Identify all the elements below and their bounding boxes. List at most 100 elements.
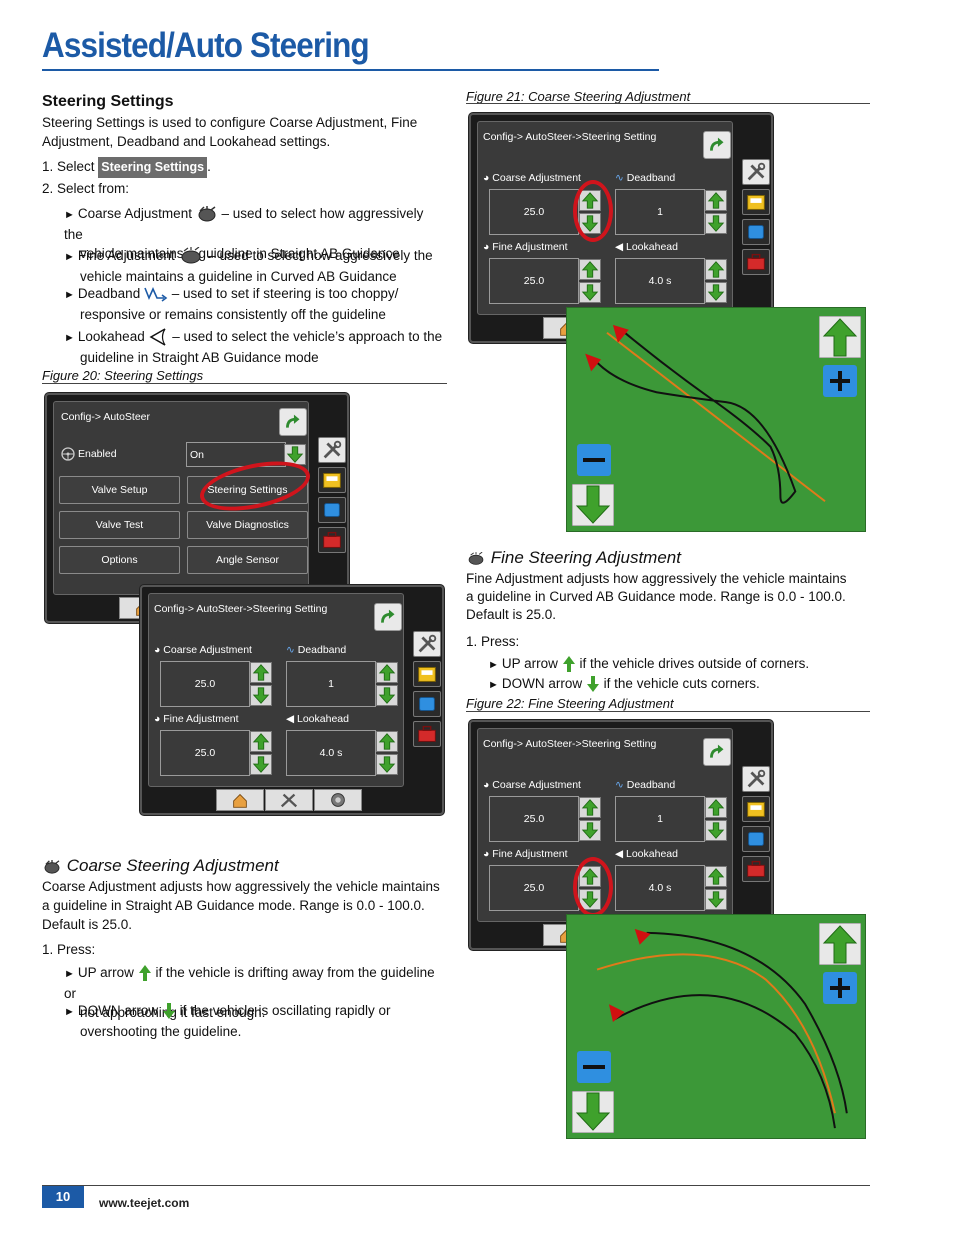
display-tab-fine[interactable] — [742, 826, 770, 852]
step-1-suffix: . — [207, 159, 211, 174]
map-arrow-up-button[interactable] — [819, 316, 861, 358]
fine-up-small[interactable] — [250, 731, 272, 752]
lookahead-up-fine[interactable] — [705, 866, 727, 887]
options-button[interactable]: Options — [59, 546, 180, 574]
tools-tab-coarse[interactable] — [742, 159, 770, 185]
valve-setup-button[interactable]: Valve Setup — [59, 476, 180, 504]
coarse-label-fine: ◕ Coarse Adjustment — [483, 779, 581, 791]
fine-label-text-coarse: Fine Adjustment — [492, 241, 568, 253]
coarse-value-box-fine[interactable]: 25.0 — [489, 796, 579, 842]
coarse-desc-3: Default is 25.0. — [42, 917, 133, 932]
steering-settings-button[interactable]: Steering Settings — [187, 476, 308, 504]
console-tab-small[interactable] — [413, 661, 441, 687]
coarse-adjustment-icon — [44, 859, 60, 874]
fine-heading: Fine Steering Adjustment — [466, 548, 681, 568]
back-button-fine[interactable] — [703, 738, 731, 766]
map-arrow-down-button[interactable] — [572, 484, 614, 526]
lookahead-down-coarse[interactable] — [705, 282, 727, 303]
map-plus-button-fine[interactable] — [823, 972, 857, 1004]
deadband-up-small[interactable] — [376, 662, 398, 683]
coarse-label-coarse: ◕ Coarse Adjustment — [483, 172, 581, 184]
lookahead-value-box-small[interactable]: 4.0 s — [286, 730, 376, 776]
deadband-value-box-fine[interactable]: 1 — [615, 796, 705, 842]
map-plus-button[interactable] — [823, 365, 857, 397]
fine-down-coarse[interactable] — [579, 282, 601, 303]
deadband-icon — [144, 287, 168, 303]
fine-up-bullet: ►UP arrow if the vehicle drives outside … — [488, 654, 809, 675]
redo-arrow-icon — [710, 744, 724, 758]
deadband-down-small[interactable] — [376, 685, 398, 706]
console-tab[interactable] — [318, 467, 346, 493]
coarse-up-fine[interactable] — [579, 797, 601, 818]
tools-tab-small[interactable] — [413, 631, 441, 657]
deadband-down-coarse[interactable] — [705, 213, 727, 234]
toolbox-tab-small[interactable] — [413, 721, 441, 747]
arrow-up-icon — [138, 965, 151, 982]
fine-up-coarse[interactable] — [579, 259, 601, 280]
lookahead-down-small[interactable] — [376, 754, 398, 775]
fine-label-coarse: ◕ Fine Adjustment — [483, 241, 568, 253]
deadband-value-box-small[interactable]: 1 — [286, 661, 376, 707]
coarse-up-small[interactable] — [250, 662, 272, 683]
display-tab-small[interactable] — [413, 691, 441, 717]
lookahead-value-box-fine[interactable]: 4.0 s — [615, 865, 705, 911]
step-2: 2. Select from: — [42, 181, 130, 196]
lookahead-value-box-coarse[interactable]: 4.0 s — [615, 258, 705, 304]
map-arrow-down-button-fine[interactable] — [572, 1091, 614, 1133]
gauge-bottom-tab-small[interactable] — [314, 789, 362, 811]
deadband-down-fine[interactable] — [705, 820, 727, 841]
deadband-up-coarse[interactable] — [705, 190, 727, 211]
coarse-value-box-small[interactable]: 25.0 — [160, 661, 250, 707]
console-icon — [747, 195, 765, 210]
arrow-down-icon — [378, 687, 396, 704]
console-tab-coarse[interactable] — [742, 189, 770, 215]
arrow-down-icon — [286, 446, 304, 463]
arrow-down-icon — [707, 284, 725, 301]
valve-diagnostics-button[interactable]: Valve Diagnostics — [187, 511, 308, 539]
toolbox-tab[interactable] — [318, 527, 346, 553]
fine-up-text: if the vehicle drives outside of corners… — [579, 656, 810, 671]
console-tab-fine[interactable] — [742, 796, 770, 822]
deadband-up-fine[interactable] — [705, 797, 727, 818]
fine-adjustment-icon — [468, 551, 484, 565]
lookahead-up-small[interactable] — [376, 731, 398, 752]
map-minus-button[interactable] — [577, 444, 611, 476]
coarse-down-fine[interactable] — [579, 820, 601, 841]
toolbox-tab-fine[interactable] — [742, 856, 770, 882]
coarse-highlight-ellipse — [573, 180, 613, 242]
display-tab-coarse[interactable] — [742, 219, 770, 245]
tools-tab-fine[interactable] — [742, 766, 770, 792]
home-tab-small[interactable] — [216, 789, 264, 811]
toolbox-tab-coarse[interactable] — [742, 249, 770, 275]
display-tab[interactable] — [318, 497, 346, 523]
fine-value-box-small[interactable]: 25.0 — [160, 730, 250, 776]
console-icon — [323, 473, 341, 488]
arrow-up-icon — [707, 192, 725, 209]
fine-label-small: ◕ Fine Adjustment — [154, 713, 239, 725]
fine-down-label: DOWN arrow — [501, 676, 583, 691]
tools-tab[interactable] — [318, 437, 346, 463]
coarse-value-box-coarse[interactable]: 25.0 — [489, 189, 579, 235]
angle-sensor-button[interactable]: Angle Sensor — [187, 546, 308, 574]
deadband-value-box-coarse[interactable]: 1 — [615, 189, 705, 235]
lookahead-up-coarse[interactable] — [705, 259, 727, 280]
coarse-press: 1. Press: — [42, 942, 96, 957]
fine-value-box-coarse[interactable]: 25.0 — [489, 258, 579, 304]
map-minus-button-fine[interactable] — [577, 1051, 611, 1083]
fine-label-text-fine: Fine Adjustment — [492, 848, 568, 860]
fine-value-box-fine[interactable]: 25.0 — [489, 865, 579, 911]
map-arrow-up-button-fine[interactable] — [819, 923, 861, 965]
coarse-down-small[interactable] — [250, 685, 272, 706]
arrow-down-icon — [707, 822, 725, 839]
valve-test-button[interactable]: Valve Test — [59, 511, 180, 539]
fine-down-small[interactable] — [250, 754, 272, 775]
enabled-dropdown[interactable]: On — [186, 442, 286, 467]
back-button-small[interactable] — [374, 603, 402, 631]
enabled-dropdown-arrow[interactable] — [284, 444, 306, 465]
lookahead-down-fine[interactable] — [705, 889, 727, 910]
toolbox-icon — [747, 860, 765, 877]
tools-bottom-tab-small[interactable] — [265, 789, 313, 811]
back-button[interactable] — [279, 408, 307, 436]
back-button-coarse[interactable] — [703, 131, 731, 159]
footer-url[interactable]: www.teejet.com — [99, 1196, 190, 1210]
